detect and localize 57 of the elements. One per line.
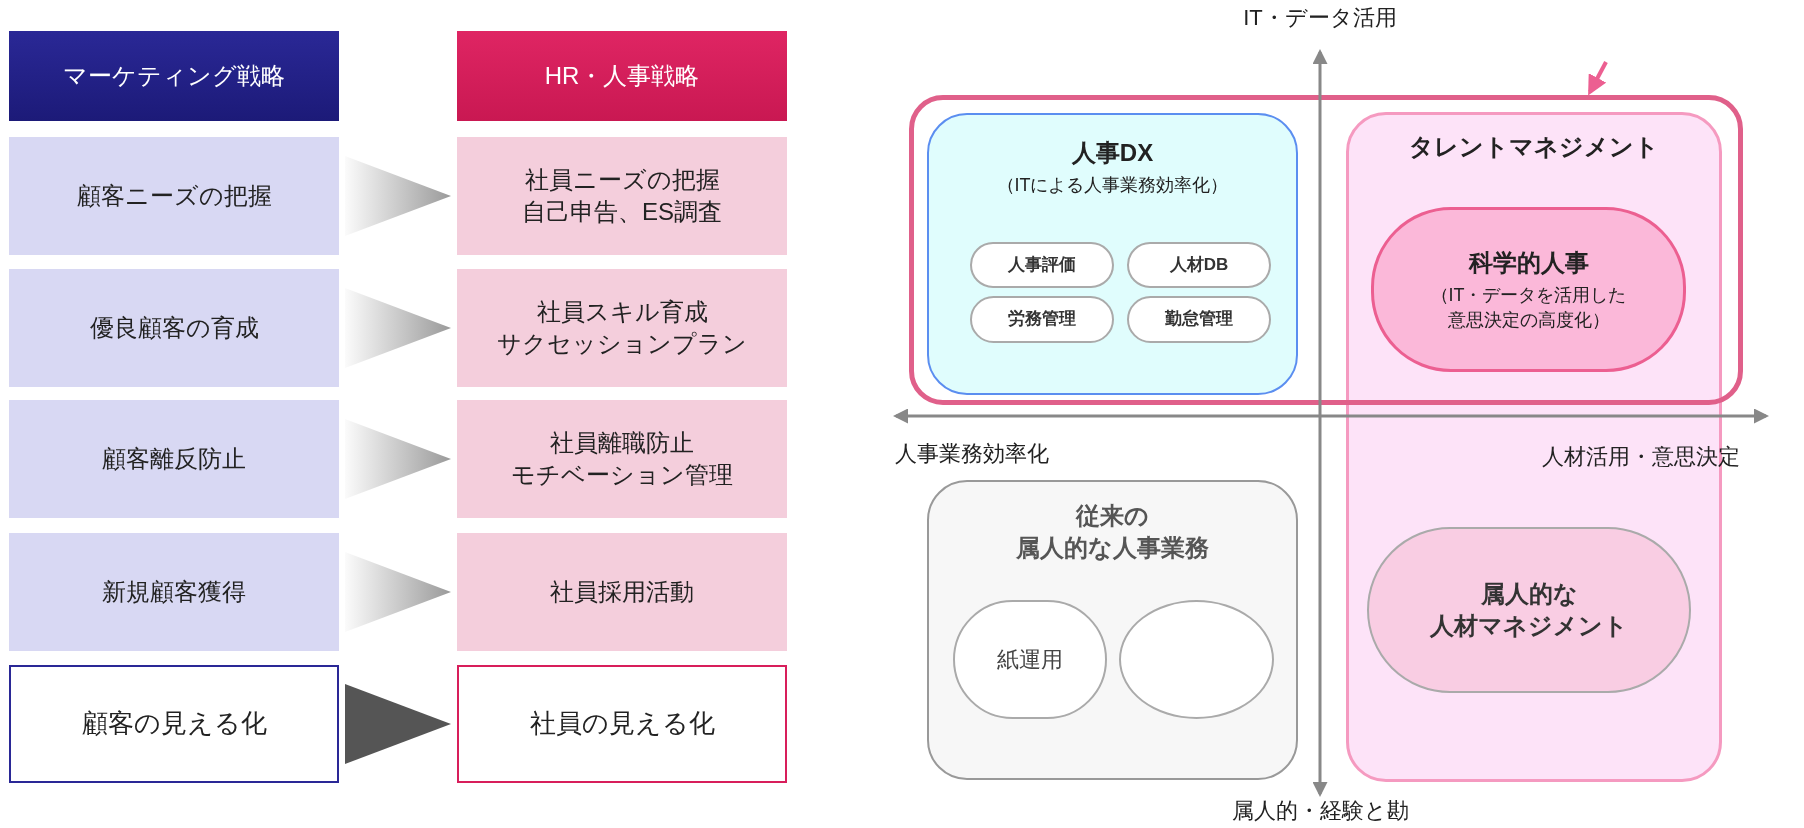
- category-box: [927, 480, 1298, 780]
- axis-label: IT・データ活用: [1243, 4, 1397, 32]
- strategy-box: [457, 269, 787, 387]
- heading: 人材マネジメント: [1430, 611, 1628, 641]
- heading: 勤怠管理: [1165, 308, 1233, 331]
- tag-pill: [970, 296, 1114, 343]
- header-box: [9, 31, 339, 121]
- tag-pill: [970, 242, 1114, 288]
- axis-label: 人事業務効率化: [895, 440, 1049, 468]
- strategy-box: [9, 400, 339, 518]
- node-text: 顧客の見える化: [81, 707, 267, 741]
- heading: 属人的な人事業務: [1016, 533, 1209, 564]
- node-text: 紙運用: [997, 645, 1063, 674]
- heading: 従来の: [1076, 501, 1149, 531]
- pointer-arrow: [1588, 61, 1608, 96]
- strategy-box: [457, 533, 787, 651]
- heading: タレントマネジメント: [1409, 132, 1659, 162]
- node-text: HR・人事戦略: [544, 60, 700, 91]
- chevron-arrow: [345, 684, 451, 764]
- strategy-box: [457, 665, 787, 783]
- node-text: 社員スキル育成: [536, 296, 708, 327]
- header-box: [457, 31, 787, 121]
- node-text: マーケティング戦略: [63, 60, 285, 91]
- node-text: 社員離職防止: [550, 427, 694, 458]
- node-text: 顧客ニーズの把握: [76, 180, 272, 211]
- heading: 科学的人事: [1468, 248, 1589, 278]
- chevron-arrow: [345, 419, 451, 499]
- strategy-box: [9, 137, 339, 255]
- node-text: 社員採用活動: [550, 576, 694, 607]
- node-text: モチベーション管理: [511, 460, 733, 490]
- chevron-arrow: [345, 288, 451, 368]
- chevron-arrow: [345, 552, 451, 632]
- category-box: [927, 113, 1298, 395]
- node-text: 新規顧客獲得: [102, 576, 246, 607]
- heading: 労務管理: [1008, 308, 1076, 331]
- node-text: （ITによる人事業務効率化）: [996, 174, 1229, 198]
- node-text: 社員ニーズの把握: [524, 164, 720, 195]
- node-text: （IT・データを活用した意思決定の高度化）: [1429, 284, 1628, 332]
- chevron-arrow: [345, 156, 451, 236]
- node-text: 優良顧客の育成: [89, 312, 259, 343]
- heading: 人材DB: [1169, 253, 1229, 276]
- strategy-box: [9, 269, 339, 387]
- strategy-box: [9, 665, 339, 783]
- heading: 人事評価: [1008, 253, 1076, 276]
- strategy-box: [457, 400, 787, 518]
- tag-pill: [1127, 296, 1271, 343]
- node-text: 社員の見える化: [529, 707, 715, 741]
- tag-pill: [1127, 242, 1271, 288]
- axis-label: 人材活用・意思決定: [1542, 443, 1740, 471]
- node-text: 自己申告、ES調査: [522, 197, 722, 227]
- axis-label: 属人的・経験と勘: [1231, 797, 1409, 825]
- heading: 人事DX: [1071, 138, 1154, 168]
- strategy-box: [457, 137, 787, 255]
- heading: 属人的な: [1480, 578, 1578, 609]
- node-text: 顧客離反防止: [102, 443, 246, 474]
- strategy-box: [9, 533, 339, 651]
- node-text: サクセッションプラン: [497, 329, 747, 359]
